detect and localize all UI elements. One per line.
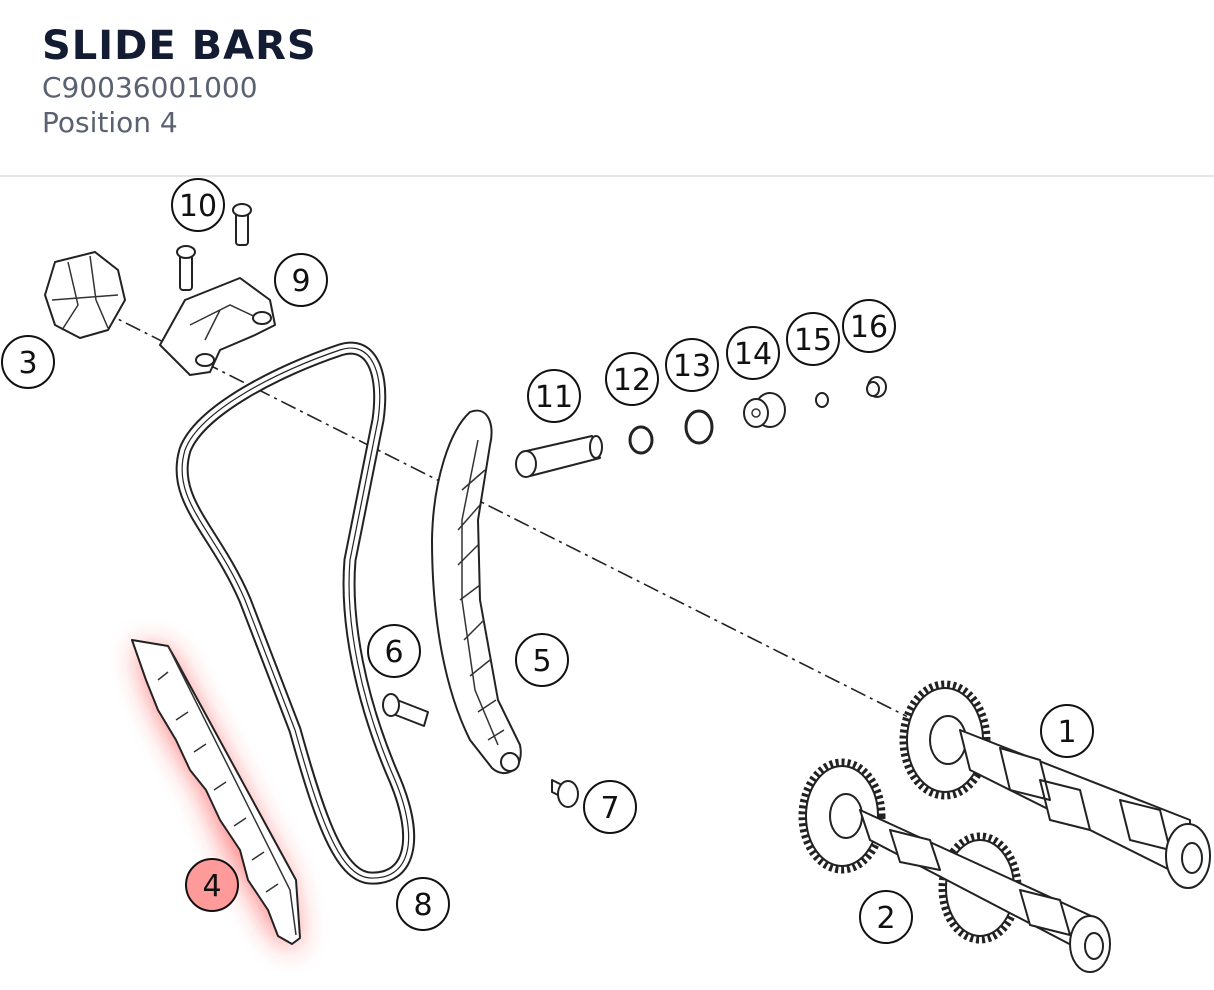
callout-1[interactable]: 1: [1040, 704, 1094, 758]
callout-8-label: 8: [413, 888, 432, 923]
callout-3-label: 3: [18, 346, 37, 381]
part-4-slide-bar[interactable]: [131, 639, 301, 950]
callout-11-label: 11: [535, 380, 573, 415]
callout-14[interactable]: 14: [726, 326, 780, 380]
part-13-o-ring: [684, 409, 714, 445]
part-6-bolt: [382, 693, 429, 727]
callout-6[interactable]: 6: [367, 624, 421, 678]
callout-8[interactable]: 8: [396, 877, 450, 931]
part-5-tensioner-rail: [431, 409, 522, 774]
part-7-bushing: [551, 779, 579, 808]
part-8-timing-chain: [175, 341, 416, 885]
callout-11[interactable]: 11: [527, 369, 581, 423]
callout-13[interactable]: 13: [665, 338, 719, 392]
header-divider: [0, 175, 1214, 177]
part-12-o-ring: [628, 425, 654, 455]
part-1-camshaft: [899, 680, 1211, 889]
callout-16-label: 16: [850, 310, 888, 345]
part-11-pin: [515, 435, 603, 478]
part-15-seal: [815, 392, 829, 408]
part-3-bracket: [44, 251, 126, 339]
callout-13-label: 13: [673, 349, 711, 384]
part-2-camshaft: [798, 758, 1111, 973]
callout-4[interactable]: 4: [185, 858, 239, 912]
part-9-guide-plate: [159, 277, 276, 376]
callout-10-label: 10: [179, 189, 217, 224]
callout-7[interactable]: 7: [583, 780, 637, 834]
callout-6-label: 6: [384, 635, 403, 670]
callout-14-label: 14: [734, 337, 772, 372]
callout-10[interactable]: 10: [171, 178, 225, 232]
callout-15-label: 15: [794, 323, 832, 358]
assembly-axis-line: [99, 309, 911, 719]
callout-1-label: 1: [1057, 715, 1076, 750]
part-14-plug: [743, 392, 786, 428]
callout-12-label: 12: [613, 363, 651, 398]
callout-2[interactable]: 2: [859, 890, 913, 944]
position-label: Position 4: [42, 106, 178, 139]
part-10-bolts: [176, 203, 252, 291]
callout-2-label: 2: [876, 901, 895, 936]
callout-12[interactable]: 12: [605, 352, 659, 406]
callout-9[interactable]: 9: [274, 253, 328, 307]
slide-bar-ribs: [157, 671, 279, 893]
slide-bar-body: [131, 639, 301, 945]
slide-bar-edge: [167, 645, 297, 936]
part-number: C90036001000: [42, 71, 258, 104]
part-16-cap: [866, 376, 887, 398]
callout-7-label: 7: [600, 791, 619, 826]
callout-5-label: 5: [532, 644, 551, 679]
callout-5[interactable]: 5: [515, 633, 569, 687]
page-header: SLIDE BARS C90036001000 Position 4: [42, 22, 1192, 140]
callout-9-label: 9: [291, 264, 310, 299]
callout-3[interactable]: 3: [1, 335, 55, 389]
callout-15[interactable]: 15: [786, 312, 840, 366]
callout-4-label: 4: [202, 869, 221, 904]
page-title: SLIDE BARS: [42, 23, 317, 69]
callout-16[interactable]: 16: [842, 299, 896, 353]
